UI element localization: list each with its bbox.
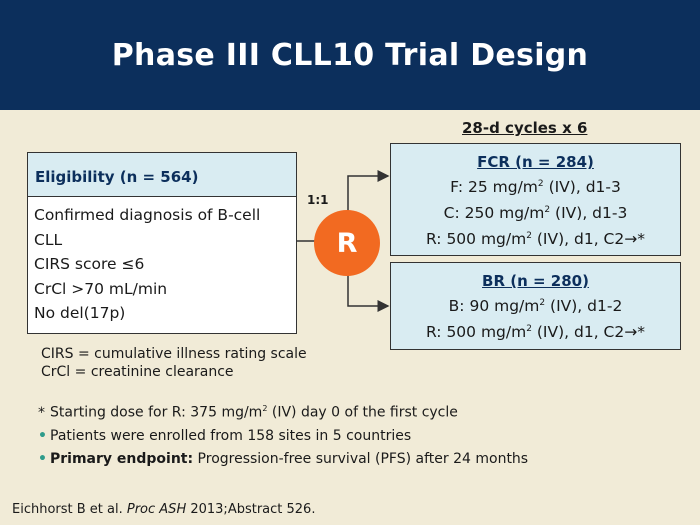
eligibility-criterion: No del(17p) bbox=[34, 304, 126, 322]
eligibility-box: Eligibility (n = 564) Confirmed diagnosi… bbox=[27, 152, 297, 334]
randomization-circle: R bbox=[314, 210, 380, 276]
fcr-arm-header: FCR (n = 284) bbox=[477, 153, 594, 171]
asterisk-marker: * bbox=[38, 404, 45, 421]
br-arm-box: BR (n = 280) B: 90 mg/m2 (IV), d1-2 R: 5… bbox=[390, 262, 681, 350]
bullet-dot-icon: • bbox=[38, 450, 47, 467]
randomization-ratio: 1:1 bbox=[307, 193, 329, 207]
cycles-label: 28-d cycles x 6 bbox=[462, 119, 588, 137]
r-to-fcr-arrow bbox=[347, 170, 390, 212]
fcr-dose-line: C: 250 mg/m2 (IV), d1-3 bbox=[443, 204, 628, 223]
fcr-dose-line: R: 500 mg/m2 (IV), d1, C2→* bbox=[426, 230, 645, 249]
br-arm-header: BR (n = 280) bbox=[482, 272, 589, 290]
br-dose-line: R: 500 mg/m2 (IV), d1, C2→* bbox=[426, 323, 645, 342]
eligibility-criterion: CIRS score ≤6 bbox=[34, 255, 145, 273]
title-bar: Phase III CLL10 Trial Design bbox=[0, 0, 700, 110]
eligibility-criterion: CLL bbox=[34, 230, 63, 249]
footnote: * Starting dose for R: 375 mg/m2 (IV) da… bbox=[38, 397, 528, 425]
slide-title: Phase III CLL10 Trial Design bbox=[111, 37, 589, 73]
br-dose-line: B: 90 mg/m2 (IV), d1-2 bbox=[448, 297, 623, 316]
footnote-text: Starting dose for R: 375 mg/m2 (IV) day … bbox=[50, 404, 458, 421]
eligibility-criteria-list: Confirmed diagnosis of B-cell CLL CIRS s… bbox=[28, 197, 296, 326]
bullet-text: Patients were enrolled from 158 sites in… bbox=[50, 427, 412, 444]
bullet-item: • Patients were enrolled from 158 sites … bbox=[38, 425, 528, 448]
abbreviation-definitions: CIRS = cumulative illness rating scale C… bbox=[41, 345, 307, 381]
definition-line: CrCl = creatinine clearance bbox=[41, 364, 234, 380]
bullet-item: • Primary endpoint: Progression-free sur… bbox=[38, 448, 528, 471]
citation: Eichhorst B et al. Proc ASH 2013;Abstrac… bbox=[12, 502, 316, 517]
bullet-dot-icon: • bbox=[38, 427, 47, 444]
eligibility-header: Eligibility (n = 564) bbox=[28, 153, 296, 197]
eligibility-criterion: CrCl >70 mL/min bbox=[34, 279, 168, 298]
definition-line: CIRS = cumulative illness rating scale bbox=[41, 346, 307, 362]
bullet-text: Primary endpoint: Progression-free survi… bbox=[50, 450, 529, 467]
fcr-arm-box: FCR (n = 284) F: 25 mg/m2 (IV), d1-3 C: … bbox=[390, 143, 681, 256]
notes-list: * Starting dose for R: 375 mg/m2 (IV) da… bbox=[38, 397, 528, 471]
r-to-br-arrow bbox=[347, 275, 390, 312]
fcr-dose-line: F: 25 mg/m2 (IV), d1-3 bbox=[450, 178, 621, 197]
eligibility-criterion: Confirmed diagnosis of B-cell bbox=[34, 206, 261, 224]
